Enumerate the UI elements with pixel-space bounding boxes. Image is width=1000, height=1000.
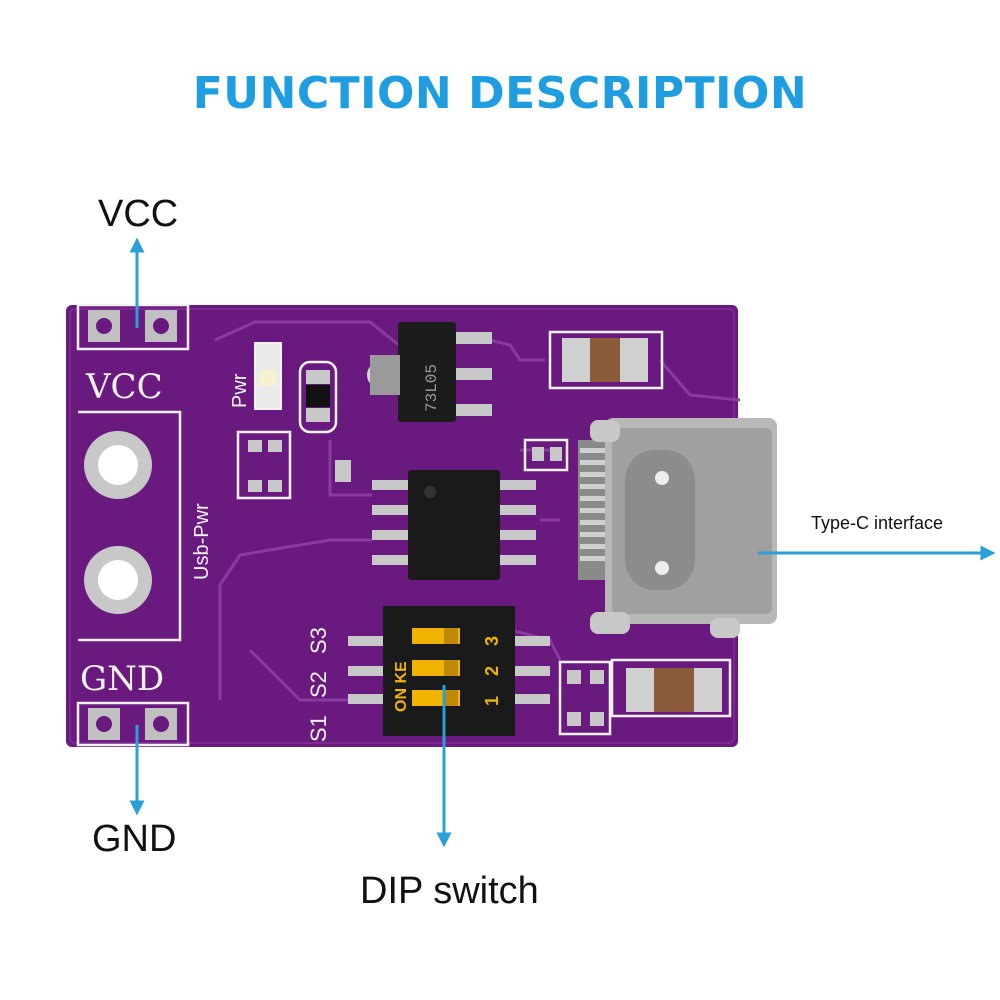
switch-label-s1: S1 xyxy=(306,715,331,742)
usb-type-c-connector xyxy=(578,418,777,638)
regulator-marking: 73L05 xyxy=(423,364,441,412)
page-title: FUNCTION DESCRIPTION xyxy=(192,68,808,119)
board-pwr-silk: Pwr xyxy=(229,373,251,408)
switch-label-s3: S3 xyxy=(306,627,331,654)
dip-number-1: 1 xyxy=(482,696,502,706)
power-terminal-holes xyxy=(84,431,152,614)
voltage-regulator xyxy=(367,322,492,422)
vcc-header-pads xyxy=(88,310,177,342)
pwr-led xyxy=(254,342,282,410)
dip-switch-callout-label: DIP switch xyxy=(360,870,539,912)
smd-resistor-top xyxy=(298,360,338,434)
vcc-callout-label: VCC xyxy=(98,193,179,235)
smd-pads xyxy=(248,440,604,726)
type-c-callout-label: Type-C interface xyxy=(811,513,944,533)
silkscreen-outlines xyxy=(76,303,732,747)
board-gnd-silk: GND xyxy=(80,659,164,699)
dip-on-ke-marking: ON KE xyxy=(393,661,410,712)
dip-number-2: 2 xyxy=(482,666,502,676)
dip-number-3: 3 xyxy=(482,636,502,646)
pcb-body xyxy=(66,305,738,747)
capacitors xyxy=(562,338,722,712)
switch-label-s2: S2 xyxy=(306,671,331,698)
dip-switch-component xyxy=(348,606,550,736)
gnd-callout-label: GND xyxy=(92,818,177,860)
board-usb-pwr-silk: Usb-Pwr xyxy=(191,503,213,580)
board-vcc-silk: VCC xyxy=(85,367,163,407)
main-ic xyxy=(372,470,536,580)
gnd-header-pads xyxy=(88,708,177,740)
